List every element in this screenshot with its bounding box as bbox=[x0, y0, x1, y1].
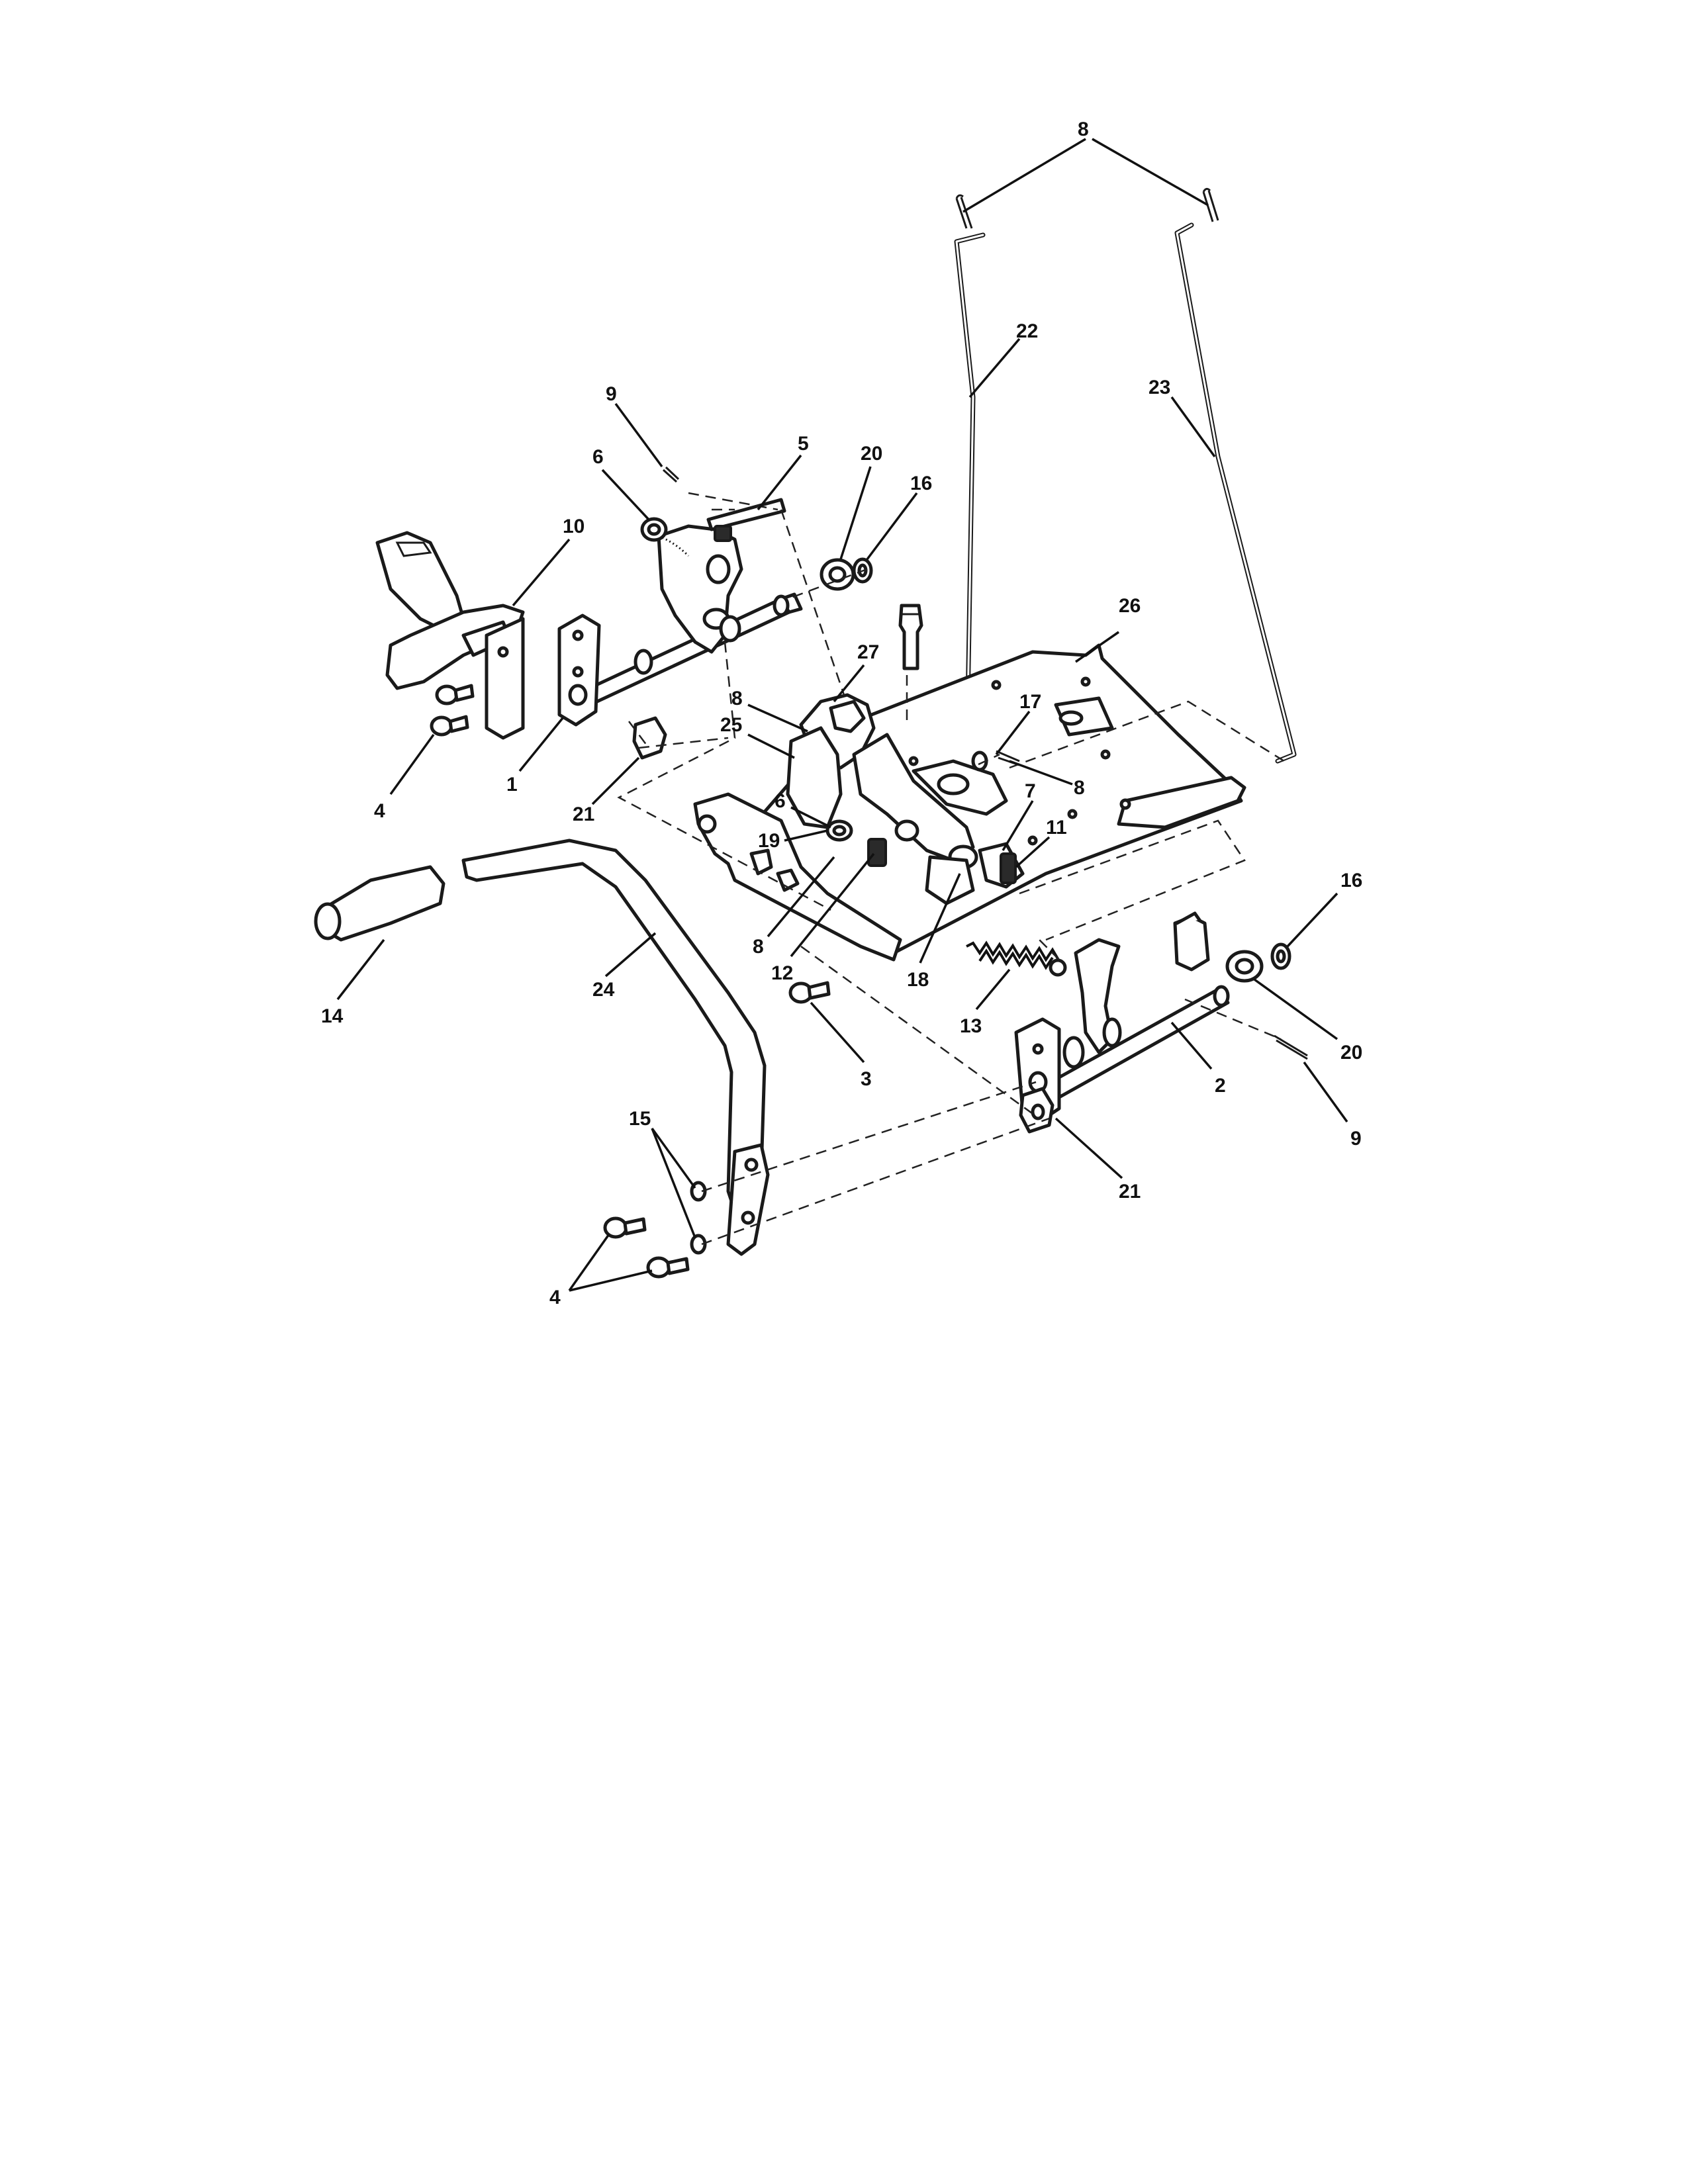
callout-1: 1 bbox=[506, 774, 518, 796]
leader-lines bbox=[336, 138, 1348, 1292]
bolt-4-lower-a bbox=[603, 1216, 647, 1239]
callout-27: 27 bbox=[857, 641, 879, 663]
callout-8-mid: 8 bbox=[731, 688, 743, 709]
callout-6-upper: 6 bbox=[592, 446, 604, 468]
callout-8-lower: 8 bbox=[753, 936, 764, 958]
callout-6-mid: 6 bbox=[774, 790, 786, 812]
lift-handle-24 bbox=[461, 839, 770, 1256]
bushing-upper bbox=[719, 594, 790, 643]
sector-plate-5 bbox=[657, 524, 743, 654]
bolt-4-lower-b bbox=[646, 1256, 690, 1279]
spring-12 bbox=[867, 838, 887, 867]
bolt-4-upper-b bbox=[430, 715, 469, 737]
callout-7: 7 bbox=[1025, 780, 1036, 802]
bolt-3 bbox=[788, 981, 831, 1004]
callout-8-right: 8 bbox=[1074, 777, 1085, 799]
callout-19: 19 bbox=[758, 830, 780, 852]
control-rod-23 bbox=[1174, 222, 1297, 764]
callout-16-upper: 16 bbox=[910, 473, 932, 494]
callout-4-lower: 4 bbox=[549, 1287, 561, 1308]
callout-9-upper: 9 bbox=[606, 383, 617, 405]
callout-23: 23 bbox=[1149, 377, 1170, 398]
extension-spring-13 bbox=[966, 940, 1067, 977]
shaft-2 bbox=[1031, 985, 1230, 1109]
callout-10: 10 bbox=[563, 516, 585, 537]
callout-labels: 1 2 3 4 4 5 6 6 7 8 8 8 8 9 9 10 11 12 1… bbox=[321, 118, 1362, 1308]
cotter-pin-9-upper bbox=[662, 466, 680, 483]
handle-grip-14 bbox=[314, 865, 445, 942]
callout-4-upper: 4 bbox=[374, 800, 385, 822]
callout-3: 3 bbox=[861, 1068, 872, 1090]
flange-nut-center bbox=[894, 819, 919, 842]
pivot-plate bbox=[557, 614, 601, 727]
callout-2: 2 bbox=[1215, 1075, 1226, 1097]
collar bbox=[633, 649, 653, 675]
bushing-21-lower bbox=[1019, 1087, 1055, 1134]
callout-24: 24 bbox=[592, 979, 615, 1001]
callout-21-lower: 21 bbox=[1119, 1181, 1141, 1203]
hairpin-clip-top-right bbox=[1202, 187, 1219, 222]
callout-12: 12 bbox=[771, 962, 793, 984]
lift-lever-25 bbox=[786, 726, 843, 829]
bushing-21-upper bbox=[632, 716, 667, 760]
vertical-pin bbox=[898, 604, 923, 670]
callout-20-lower: 20 bbox=[1340, 1042, 1362, 1064]
callout-25: 25 bbox=[720, 714, 742, 736]
link-plate-18 bbox=[852, 733, 1008, 870]
callout-11: 11 bbox=[1046, 817, 1067, 839]
nut-19 bbox=[825, 819, 853, 842]
callout-21-upper: 21 bbox=[573, 803, 594, 825]
pedal-arm bbox=[485, 617, 525, 740]
callout-5: 5 bbox=[798, 433, 809, 455]
callout-17: 17 bbox=[1019, 691, 1041, 713]
callout-20-upper: 20 bbox=[861, 443, 882, 465]
callout-26: 26 bbox=[1119, 595, 1141, 617]
callout-15: 15 bbox=[629, 1108, 651, 1130]
bolt-4-upper-a bbox=[435, 684, 475, 705]
callout-8-top: 8 bbox=[1078, 118, 1089, 140]
sector-spring bbox=[714, 525, 732, 542]
spring-11 bbox=[1000, 852, 1017, 884]
washer-16-lower bbox=[1270, 942, 1291, 970]
tab-plate-lower bbox=[1173, 911, 1210, 972]
washer-15-b bbox=[690, 1234, 707, 1255]
callout-22: 22 bbox=[1016, 320, 1038, 342]
callout-9-lower: 9 bbox=[1350, 1128, 1362, 1150]
callout-18: 18 bbox=[907, 969, 929, 991]
nut-20-lower bbox=[1225, 950, 1264, 983]
callout-16-lower: 16 bbox=[1340, 870, 1362, 891]
alignment-lines bbox=[617, 492, 1285, 1246]
pedal-10 bbox=[375, 531, 525, 690]
hairpin-clip-top-left bbox=[955, 194, 973, 229]
collar-lower bbox=[1062, 1017, 1122, 1069]
nut-6-upper bbox=[640, 517, 668, 542]
callout-14: 14 bbox=[321, 1005, 344, 1027]
side-bracket-left bbox=[693, 792, 902, 962]
control-rod-22 bbox=[951, 232, 986, 724]
callout-13: 13 bbox=[960, 1015, 982, 1037]
cotter-pin-9-lower bbox=[1274, 1034, 1308, 1060]
